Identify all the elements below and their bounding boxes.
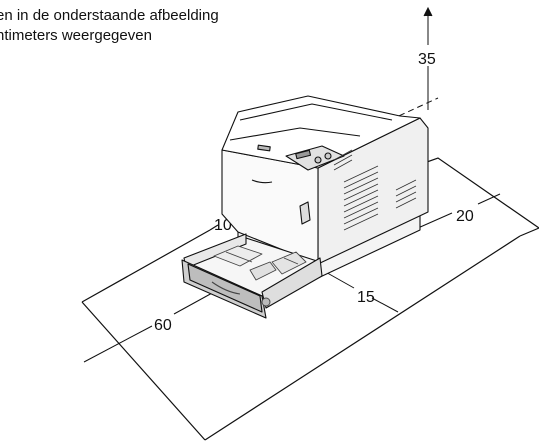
dimension-tray-line [83, 291, 215, 363]
paper-tray-illustration [181, 233, 323, 319]
dimension-top-line [389, 6, 439, 121]
caption-line-2: ntimeters weergegeven [0, 27, 152, 44]
caption-text: en in de onderstaande afbeelding ntimete… [0, 6, 320, 46]
dimension-left-label: 10 [214, 217, 232, 234]
dimension-right-line [417, 193, 501, 229]
caption-line-1: en in de onderstaande afbeelding [0, 7, 219, 24]
dimension-tray-label: 60 [154, 317, 172, 334]
dimension-front-label: 15 [357, 289, 375, 306]
dimension-right-label: 20 [456, 208, 474, 225]
dimension-top-label: 35 [418, 51, 436, 68]
